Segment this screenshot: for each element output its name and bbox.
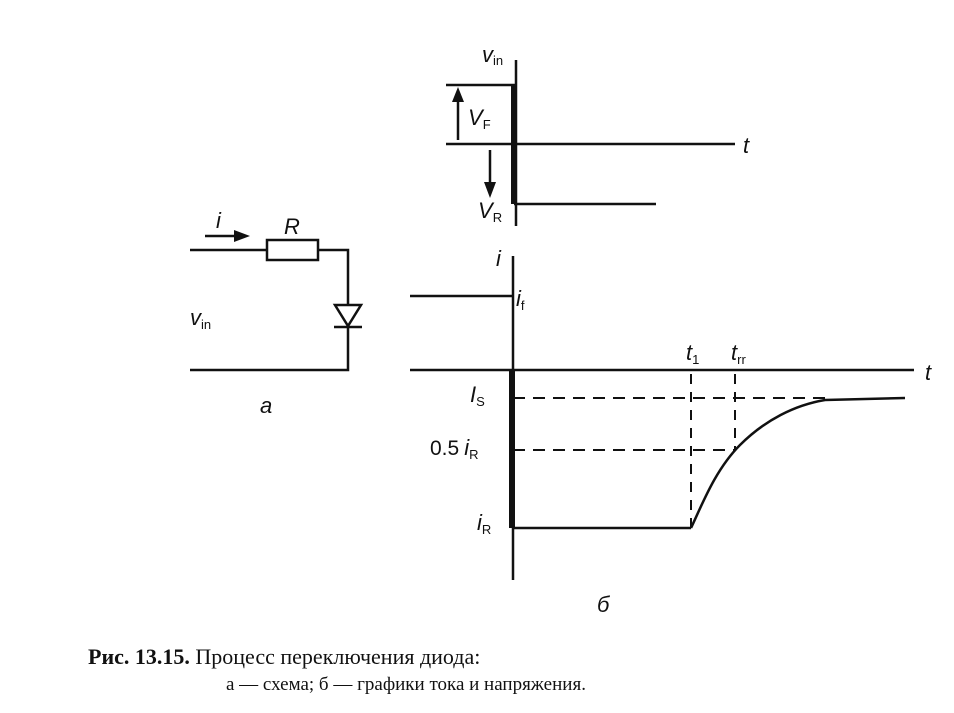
resistor-symbol bbox=[265, 238, 320, 262]
circuit-bottom-wire bbox=[190, 327, 350, 372]
panel-a-label: a bbox=[260, 393, 272, 418]
circuit-current-label: i bbox=[216, 208, 222, 233]
t1-label: t1 bbox=[686, 340, 699, 367]
trr-label: trr bbox=[731, 340, 746, 367]
is-label: IS bbox=[470, 382, 485, 409]
vf-label: VF bbox=[468, 105, 491, 132]
vr-arrow-icon bbox=[484, 150, 496, 198]
vf-arrow-icon bbox=[452, 87, 464, 140]
figure-caption: Рис. 13.15. Процесс переключения диода: … bbox=[88, 644, 908, 696]
current-recovery-curve bbox=[689, 396, 906, 529]
voltage-y-label: vin bbox=[482, 42, 503, 68]
caption-title-line: Рис. 13.15. Процесс переключения диода: bbox=[88, 644, 908, 670]
circuit-top-wire-right bbox=[318, 248, 350, 305]
voltage-plot bbox=[446, 60, 735, 226]
caption-subtitle: а — схема; б — графики тока и напряжения… bbox=[226, 674, 586, 695]
diode-triangle bbox=[332, 303, 364, 329]
resistor-label: R bbox=[284, 214, 300, 239]
current-arrow-icon bbox=[205, 230, 250, 242]
panel-b-label: б bbox=[597, 592, 611, 617]
figure-number: Рис. 13.15. bbox=[88, 644, 190, 669]
current-plot bbox=[410, 256, 914, 580]
voltage-x-label: t bbox=[743, 133, 750, 158]
circuit-schematic bbox=[190, 238, 364, 372]
caption-title: Процесс переключения диода: bbox=[195, 644, 481, 669]
circuit-input-label: vin bbox=[190, 305, 211, 332]
if-label: if bbox=[516, 286, 525, 313]
vr-label: VR bbox=[478, 198, 502, 225]
current-x-label: t bbox=[925, 360, 932, 385]
current-y-label: i bbox=[496, 246, 502, 271]
ir-label: iR bbox=[477, 510, 491, 537]
